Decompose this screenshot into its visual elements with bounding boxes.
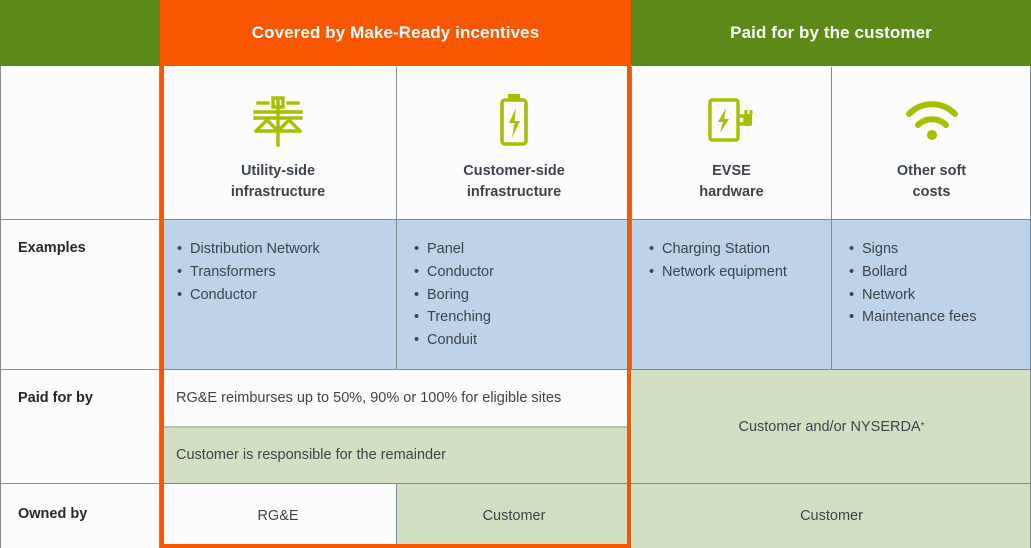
row-label-owned-by: Owned by xyxy=(0,484,160,548)
list-item: Conductor xyxy=(177,284,320,307)
column-label: Utility-side infrastructure xyxy=(230,163,326,201)
grid-vline-col2-col3 xyxy=(631,67,632,369)
list-item: Conductor xyxy=(414,261,494,284)
grid-vline-col1-col2-owned xyxy=(396,484,397,548)
examples-cell-other-soft-costs: Signs Bollard Network Maintenance fees xyxy=(832,220,1031,369)
grid-vline-col3-col4 xyxy=(831,67,832,369)
banner-covered-by-make-ready: Covered by Make-Ready incentives xyxy=(160,0,631,66)
examples-cell-utility-side: Distribution Network Transformers Conduc… xyxy=(160,220,396,369)
column-label: Other soft costs xyxy=(896,163,967,201)
examples-cell-evse-hardware: Charging Station Network equipment xyxy=(632,220,831,369)
list-item: Network xyxy=(849,284,976,307)
paid-for-by-incentive-text: RG&E reimburses up to 50%, 90% or 100% f… xyxy=(160,370,631,426)
column-utility-side-infrastructure: Utility-side infrastructure xyxy=(160,67,396,219)
list-item: Distribution Network xyxy=(177,238,320,261)
examples-list: Signs Bollard Network Maintenance fees xyxy=(848,238,977,329)
list-item: Transformers xyxy=(177,261,320,284)
list-item: Signs xyxy=(849,238,976,261)
owned-by-customer-right: Customer xyxy=(632,484,1031,548)
list-item: Panel xyxy=(414,238,494,261)
ev-charger-icon xyxy=(706,91,758,149)
paid-for-by-customer-nyserda: Customer and/or NYSERDA* xyxy=(632,370,1031,483)
grid-vline-label-col xyxy=(159,66,160,548)
column-evse-hardware: EVSE hardware xyxy=(632,67,831,219)
row-label-examples: Examples xyxy=(0,220,160,369)
paid-for-by-remainder-text: Customer is responsible for the remainde… xyxy=(160,427,631,483)
examples-list: Distribution Network Transformers Conduc… xyxy=(176,238,320,306)
examples-list: Charging Station Network equipment xyxy=(648,238,787,284)
make-ready-highlight-right-edge xyxy=(627,0,631,66)
banner-paid-by-customer: Paid for by the customer xyxy=(631,0,1031,66)
list-item: Trenching xyxy=(414,306,494,329)
wifi-icon xyxy=(903,91,961,149)
owned-by-customer-side: Customer xyxy=(397,484,631,548)
list-item: Charging Station xyxy=(649,238,787,261)
list-item: Bollard xyxy=(849,261,976,284)
column-customer-side-infrastructure: Customer-side infrastructure xyxy=(397,67,631,219)
grid-hline-examples-top xyxy=(0,219,1031,220)
row-label-paid-for-by: Paid for by xyxy=(0,370,160,483)
utility-pole-icon xyxy=(249,91,307,149)
list-item: Conduit xyxy=(414,329,494,352)
paid-for-by-customer-nyserda-text: Customer and/or NYSERDA xyxy=(738,418,921,435)
list-item: Network equipment xyxy=(649,261,787,284)
battery-icon xyxy=(497,91,531,149)
icon-row-spacer xyxy=(0,67,160,219)
owned-by-utility-side: RG&E xyxy=(160,484,396,548)
banner-spacer xyxy=(0,0,160,66)
examples-list: Panel Conductor Boring Trenching Conduit xyxy=(413,238,494,352)
grid-vline-col1-col2 xyxy=(396,67,397,369)
column-label: Customer-side infrastructure xyxy=(463,163,565,201)
grid-vline-left-edge xyxy=(0,66,1,548)
examples-cell-customer-side: Panel Conductor Boring Trenching Conduit xyxy=(397,220,631,369)
grid-hline-paid-split xyxy=(160,426,631,428)
grid-hline-owned-top xyxy=(0,483,1031,484)
list-item: Boring xyxy=(414,284,494,307)
footnote-marker: * xyxy=(920,421,925,432)
list-item: Maintenance fees xyxy=(849,306,977,329)
grid-hline-paid-top xyxy=(0,369,1031,370)
column-other-soft-costs: Other soft costs xyxy=(832,67,1031,219)
make-ready-highlight-left-edge xyxy=(160,0,164,66)
column-label: EVSE hardware xyxy=(699,163,764,201)
